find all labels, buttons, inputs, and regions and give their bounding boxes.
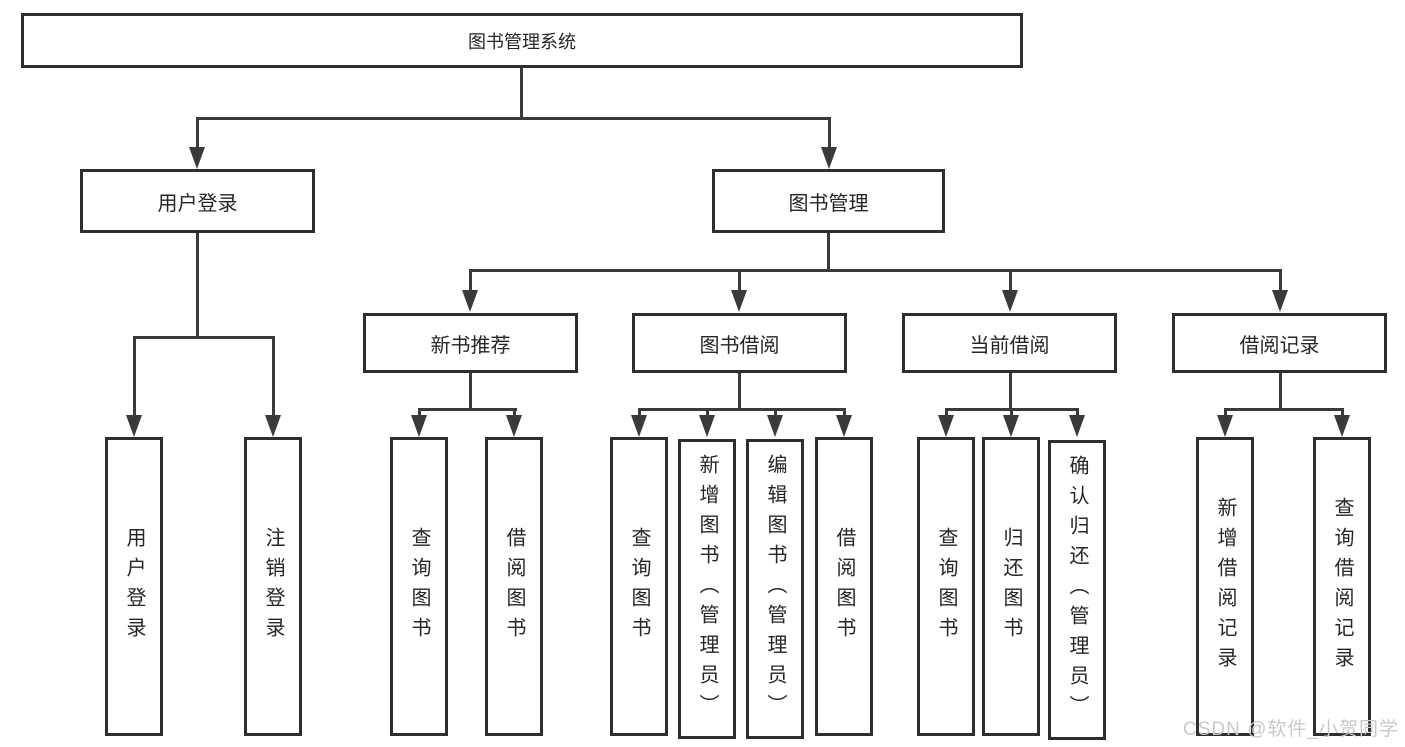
- node-label: 图书管理: [788, 192, 869, 215]
- arrow-down-icon: [189, 147, 205, 169]
- node-label: 借阅记录: [1239, 334, 1320, 357]
- connector-line: [196, 233, 199, 336]
- arrow-down-icon: [506, 415, 522, 437]
- connector-line: [1010, 408, 1013, 417]
- leaf-query-borrow-record: 查询借阅记录: [1313, 437, 1371, 736]
- connector-line: [196, 117, 199, 149]
- arrow-down-icon: [1217, 415, 1233, 437]
- connector-line: [1076, 408, 1079, 417]
- leaf-label: 借阅图书: [503, 526, 525, 647]
- arrow-down-icon: [1002, 290, 1018, 312]
- node-user-login: 用户登录: [80, 169, 315, 233]
- connector-line: [945, 408, 948, 417]
- node-new-book-recommend: 新书推荐: [363, 313, 578, 373]
- node-label: 当前借阅: [969, 334, 1050, 357]
- leaf-query-books-borrowing: 查询图书: [610, 437, 668, 736]
- leaf-label: 查询图书: [408, 526, 430, 647]
- arrow-down-icon: [265, 415, 281, 437]
- connector-line: [1341, 408, 1344, 417]
- node-library-management-system: 图书管理系统: [21, 13, 1023, 68]
- connector-line: [1009, 269, 1012, 292]
- connector-line: [827, 233, 830, 269]
- connector-line: [513, 408, 516, 417]
- leaf-label: 查询图书: [628, 526, 650, 647]
- connector-line: [706, 408, 709, 417]
- arrow-down-icon: [1069, 415, 1085, 437]
- arrow-down-icon: [631, 415, 647, 437]
- csdn-watermark: CSDN @软件_小贺同学: [1183, 719, 1399, 740]
- leaf-label: 查询图书: [935, 526, 957, 647]
- leaf-label: 注销登录: [262, 526, 284, 647]
- leaf-add-books-admin: 新增图书（管理员）: [678, 439, 736, 739]
- leaf-return-books: 归还图书: [982, 437, 1040, 736]
- node-label: 用户登录: [157, 192, 238, 215]
- connector-line: [1224, 408, 1227, 417]
- arrow-down-icon: [699, 415, 715, 437]
- arrow-down-icon: [411, 415, 427, 437]
- connector-line: [418, 408, 517, 411]
- node-label: 图书借阅: [699, 334, 780, 357]
- connector-line: [774, 408, 777, 417]
- leaf-confirm-return-admin: 确认归还（管理员）: [1048, 440, 1106, 740]
- leaf-label: 归还图书: [1000, 526, 1022, 647]
- arrow-down-icon: [836, 415, 852, 437]
- node-book-borrowing: 图书借阅: [632, 313, 847, 373]
- connector-line: [1009, 373, 1012, 408]
- connector-line: [520, 68, 523, 118]
- leaf-borrow-books-borrowing: 借阅图书: [815, 437, 873, 736]
- leaf-label: 编辑图书（管理员）: [764, 454, 786, 724]
- leaf-query-books-recommend: 查询图书: [390, 437, 448, 736]
- node-label: 图书管理系统: [468, 31, 576, 52]
- connector-line: [738, 373, 741, 408]
- arrow-down-icon: [731, 290, 747, 312]
- connector-line: [1224, 408, 1344, 411]
- connector-line: [738, 269, 741, 292]
- node-borrow-records: 借阅记录: [1172, 313, 1387, 373]
- leaf-label: 查询借阅记录: [1331, 496, 1353, 677]
- leaf-add-borrow-record: 新增借阅记录: [1196, 437, 1254, 736]
- connector-line: [1279, 373, 1282, 408]
- leaf-query-books-current: 查询图书: [917, 437, 975, 736]
- leaf-borrow-books-recommend: 借阅图书: [485, 437, 543, 736]
- arrow-down-icon: [462, 290, 478, 312]
- leaf-logout-login: 注销登录: [244, 437, 302, 736]
- arrow-down-icon: [938, 415, 954, 437]
- connector-line: [418, 408, 421, 417]
- arrow-down-icon: [1334, 415, 1350, 437]
- leaf-label: 借阅图书: [833, 526, 855, 647]
- leaf-label: 用户登录: [123, 526, 145, 647]
- connector-line: [196, 117, 831, 120]
- connector-line: [843, 408, 846, 417]
- connector-line: [638, 408, 641, 417]
- leaf-user-login: 用户登录: [105, 437, 163, 736]
- connector-line: [133, 336, 136, 417]
- arrow-down-icon: [1003, 415, 1019, 437]
- arrow-down-icon: [1272, 290, 1288, 312]
- connector-line: [638, 408, 846, 411]
- node-current-borrowing: 当前借阅: [902, 313, 1117, 373]
- connector-line: [272, 336, 275, 417]
- arrow-down-icon: [821, 147, 837, 169]
- arrow-down-icon: [126, 415, 142, 437]
- node-label: 新书推荐: [430, 334, 511, 357]
- leaf-label: 新增图书（管理员）: [696, 454, 718, 724]
- connector-line: [828, 117, 831, 149]
- leaf-edit-books-admin: 编辑图书（管理员）: [746, 439, 804, 739]
- leaf-label: 确认归还（管理员）: [1066, 455, 1088, 725]
- connector-line: [469, 269, 1282, 272]
- connector-line: [1279, 269, 1282, 292]
- connector-line: [469, 373, 472, 408]
- connector-line: [469, 269, 472, 292]
- leaf-label: 新增借阅记录: [1214, 496, 1236, 677]
- node-book-management: 图书管理: [712, 169, 945, 233]
- connector-line: [133, 336, 275, 339]
- arrow-down-icon: [767, 415, 783, 437]
